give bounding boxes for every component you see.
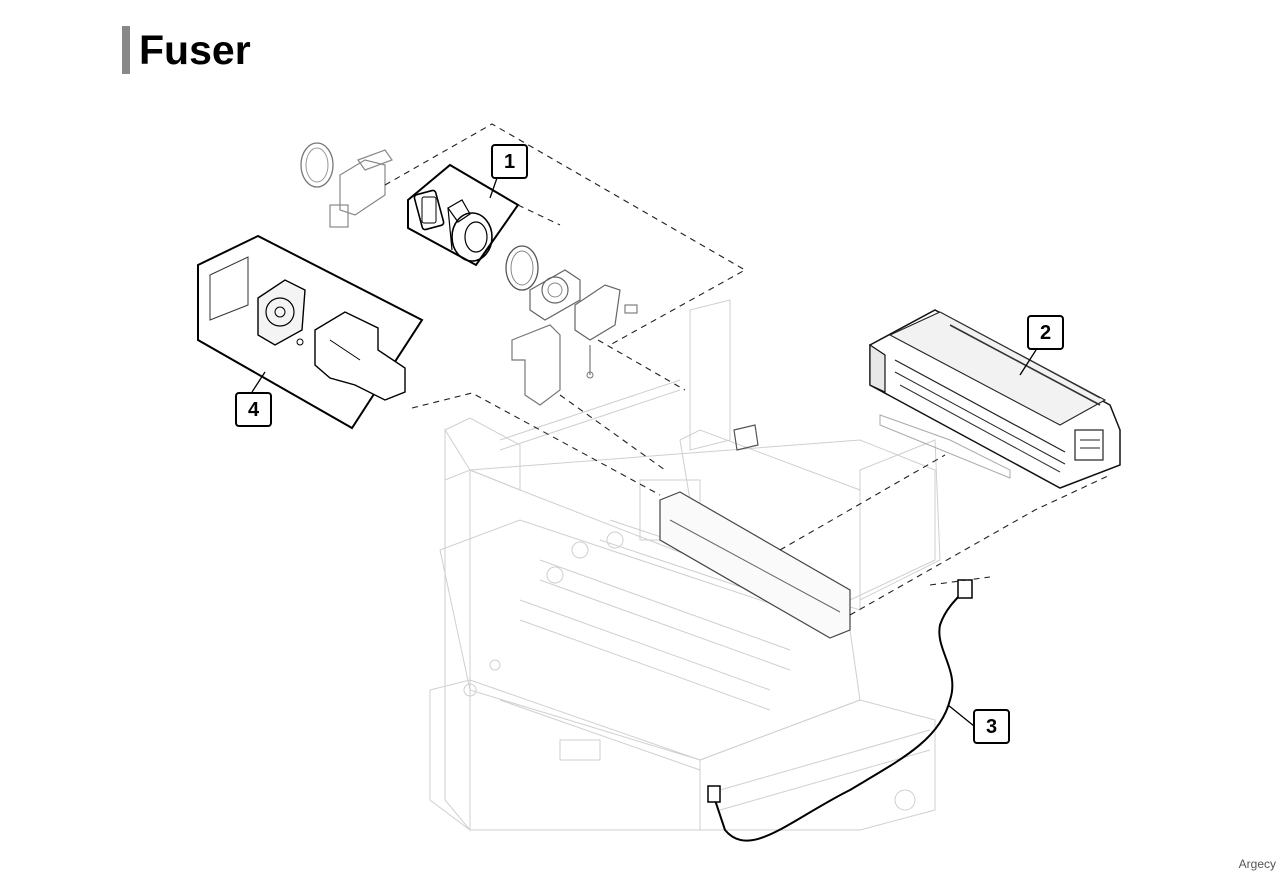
callout-4-label: 4 bbox=[248, 399, 260, 421]
callout-4: 4 bbox=[235, 392, 272, 427]
fuser-assembly bbox=[869, 309, 1121, 489]
callout-1: 1 bbox=[491, 144, 528, 179]
detail-box-4 bbox=[197, 234, 424, 430]
callout-3-label: 3 bbox=[986, 716, 997, 738]
callout-2-label: 2 bbox=[1040, 322, 1051, 344]
callout-2: 2 bbox=[1027, 315, 1064, 350]
callout-3: 3 bbox=[973, 709, 1010, 744]
fuser-guide bbox=[659, 414, 1011, 639]
page-title: Fuser bbox=[139, 27, 251, 73]
callout-1-label: 1 bbox=[504, 151, 515, 173]
detail-box-1 bbox=[407, 163, 520, 267]
dashed-leader-lines bbox=[384, 123, 1111, 616]
footer-credit: Argecy bbox=[1238, 857, 1276, 871]
fuser-cable bbox=[707, 579, 973, 842]
callout-leaders bbox=[251, 177, 1037, 727]
title-accent-bar bbox=[122, 26, 130, 74]
fan-mount-parts bbox=[300, 142, 759, 451]
printer-frame-outline bbox=[429, 299, 941, 832]
